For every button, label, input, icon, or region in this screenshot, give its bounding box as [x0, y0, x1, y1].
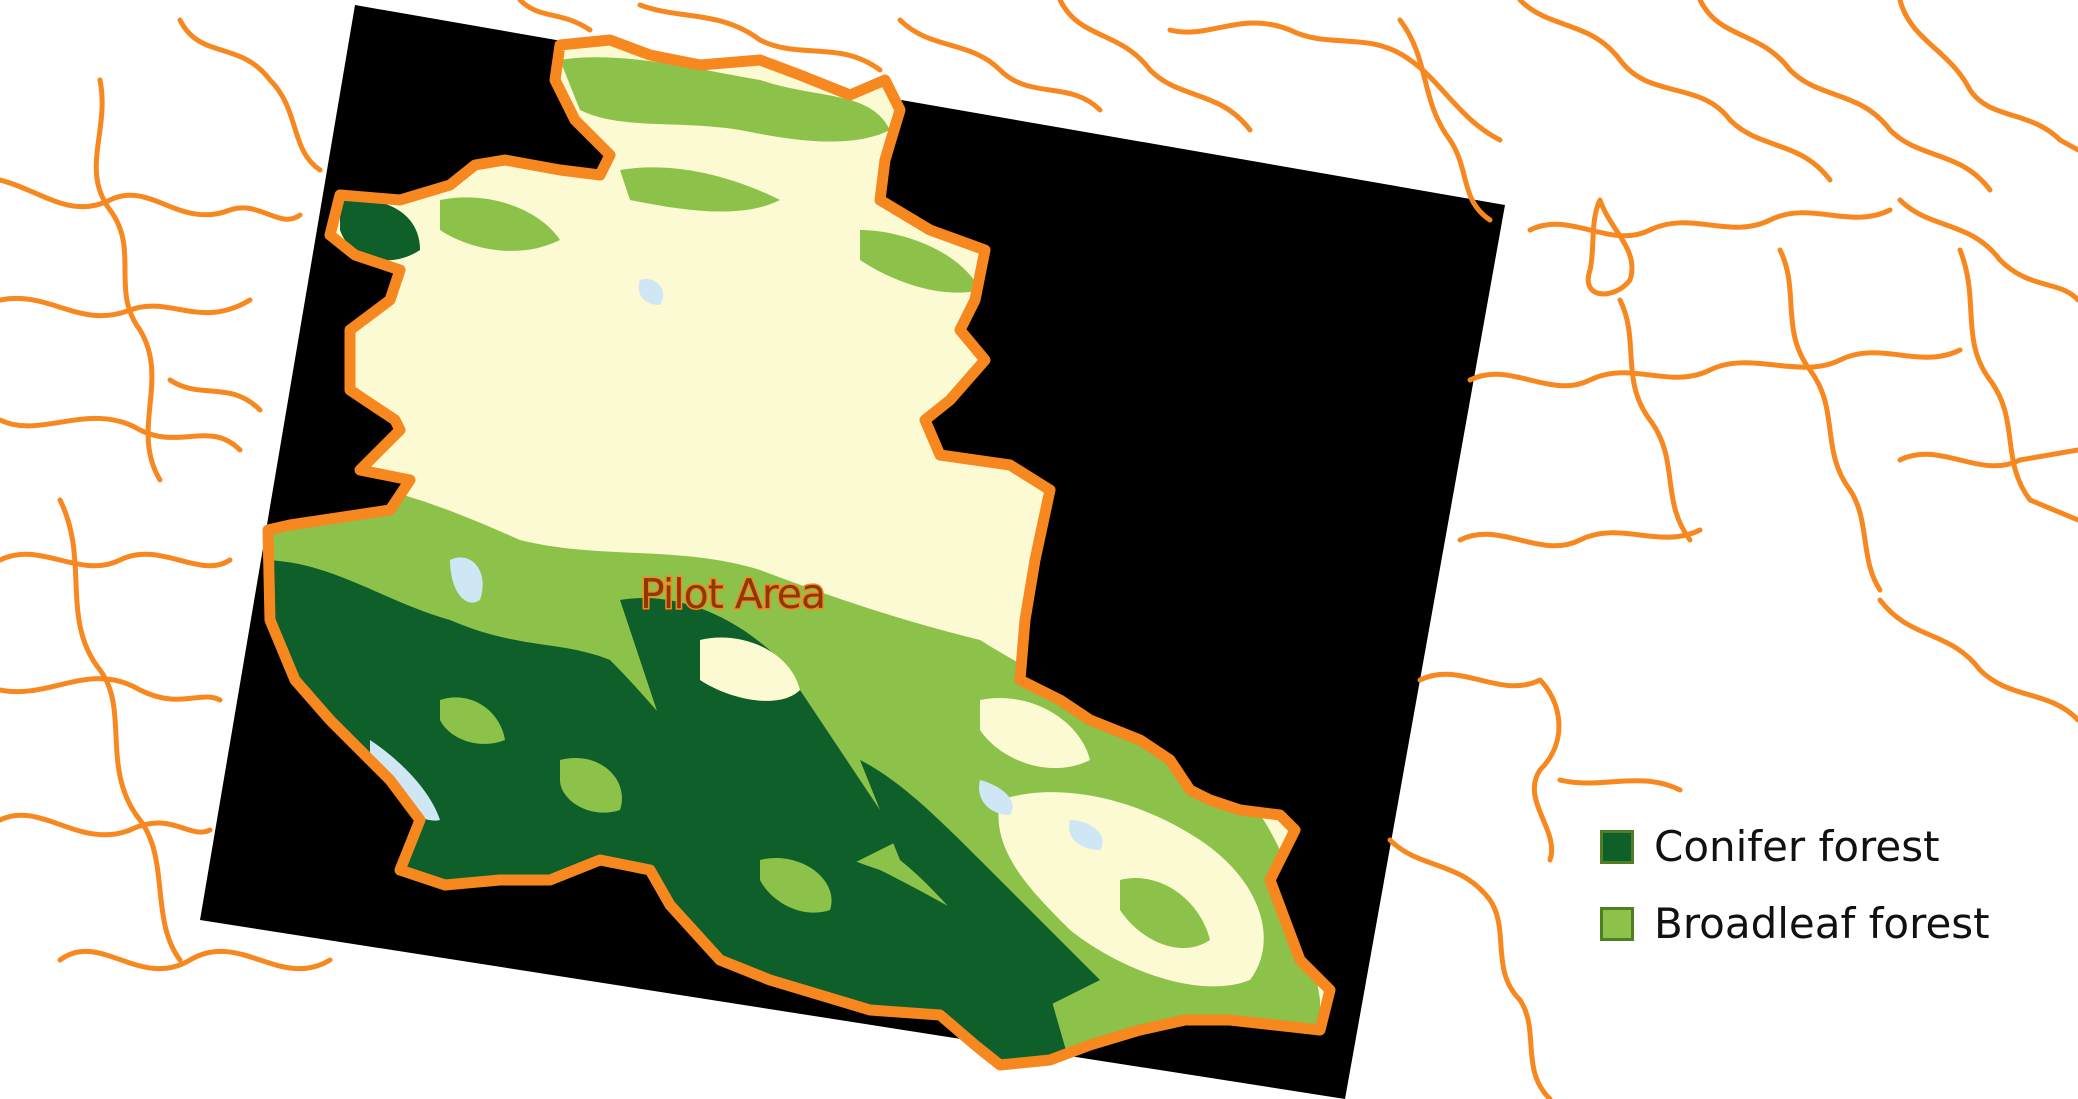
broadleaf-swatch-icon — [1600, 906, 1634, 941]
legend-label-broadleaf: Broadleaf forest — [1654, 899, 1990, 948]
conifer-swatch-icon — [1600, 829, 1634, 864]
legend-item-broadleaf: Broadleaf forest — [1600, 885, 1990, 962]
map-legend: Conifer forest Broadleaf forest — [1600, 808, 1990, 962]
pilot-area-label: Pilot Area — [640, 570, 825, 618]
legend-label-conifer: Conifer forest — [1654, 822, 1940, 871]
pilot-area-outline[interactable] — [262, 34, 1336, 1071]
legend-item-conifer: Conifer forest — [1600, 808, 1990, 885]
